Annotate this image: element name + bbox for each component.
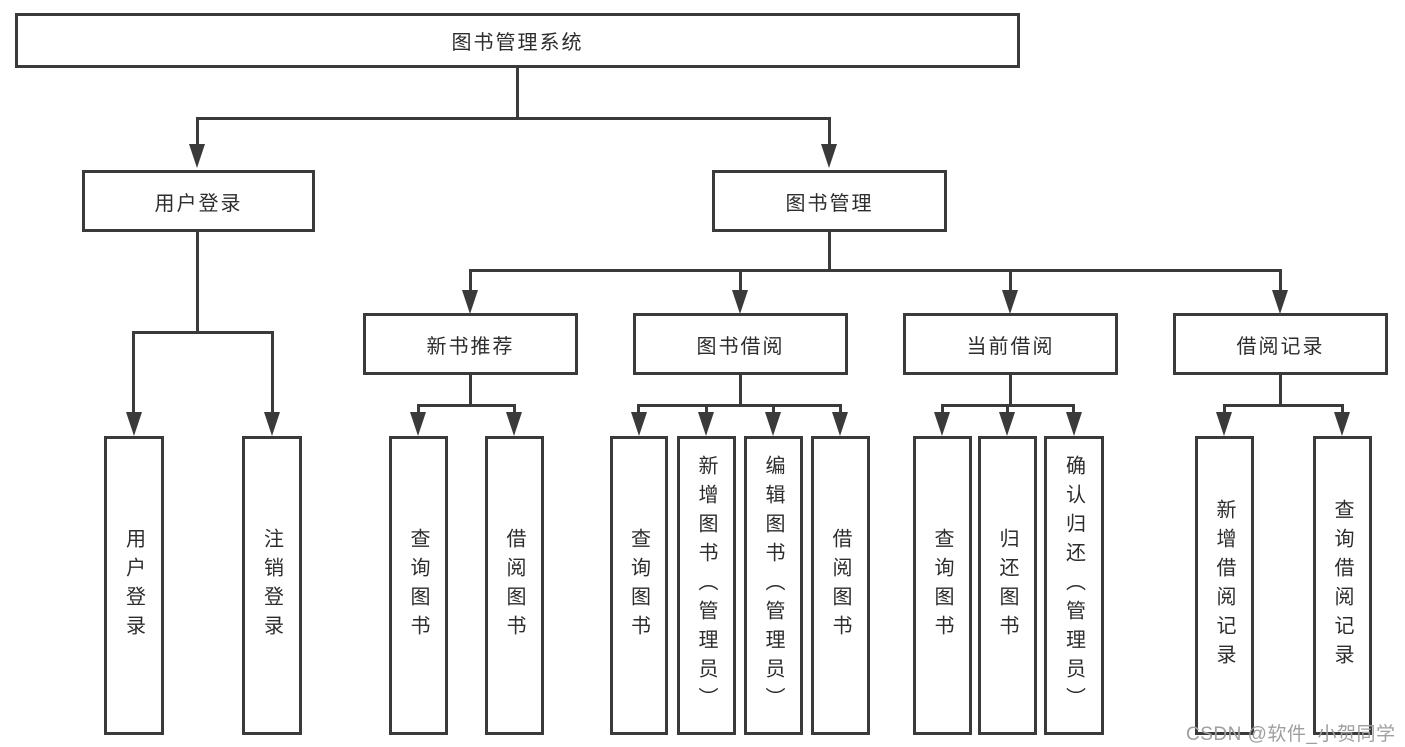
leaf-bb-query-books: 查询图书 xyxy=(610,436,668,735)
leaf-nb-borrow-books-label: 借阅图书 xyxy=(503,527,525,644)
leaf-cb-confirm-return-admin: 确认归还（管理员） xyxy=(1044,436,1104,735)
arrowhead-book-borrow xyxy=(732,290,748,314)
connector-borrow-records-splitter xyxy=(1224,404,1344,407)
arrowhead-new-book xyxy=(462,290,478,314)
leaf-br-query-record-label: 查询借阅记录 xyxy=(1331,498,1353,673)
node-library-system: 图书管理系统 xyxy=(15,13,1020,68)
arrowhead-bb-add xyxy=(698,412,714,436)
connector-drop-nb-borrow xyxy=(513,404,516,414)
connector-user-login-stem xyxy=(196,232,199,334)
node-book-borrowing-label: 图书借阅 xyxy=(696,335,785,358)
node-current-borrowing-label: 当前借阅 xyxy=(966,335,1055,358)
node-new-book-recommend-label: 新书推荐 xyxy=(426,335,515,358)
arrowhead-cb-query xyxy=(934,412,950,436)
leaf-cb-confirm-return-admin-label: 确认归还（管理员） xyxy=(1062,455,1085,716)
connector-drop-bb-edit xyxy=(772,404,775,414)
arrowhead-nb-query xyxy=(410,412,426,436)
arrowhead-book-mgmt xyxy=(821,144,837,168)
arrowhead-nb-borrow xyxy=(506,412,522,436)
arrowhead-br-query xyxy=(1334,412,1350,436)
arrowhead-cb-return xyxy=(999,412,1015,436)
connector-root-stem xyxy=(516,68,519,119)
connector-drop-new-book xyxy=(469,269,472,292)
connector-drop-cb-confirm xyxy=(1072,404,1075,414)
arrowhead-borrow-records xyxy=(1272,290,1288,314)
arrowhead-user-login xyxy=(189,144,205,168)
leaf-bb-borrow-books-label: 借阅图书 xyxy=(829,527,851,644)
connector-new-book-splitter xyxy=(418,404,516,407)
connector-root-splitter xyxy=(197,117,831,120)
leaf-nb-query-books-label: 查询图书 xyxy=(407,527,429,644)
leaf-br-query-record: 查询借阅记录 xyxy=(1313,436,1372,735)
arrowhead-current-borrow xyxy=(1002,290,1018,314)
leaf-bb-add-books-admin-label: 新增图书（管理员） xyxy=(695,455,717,716)
arrowhead-bb-borrow xyxy=(832,412,848,436)
connector-book-borrow-stem xyxy=(739,375,742,407)
leaf-cb-query-books: 查询图书 xyxy=(913,436,972,735)
node-borrowing-records-label: 借阅记录 xyxy=(1236,335,1325,358)
leaf-br-add-record-label: 新增借阅记录 xyxy=(1213,498,1235,673)
connector-book-mgmt-stem xyxy=(828,232,831,272)
connector-drop-leaf-logout xyxy=(271,331,274,413)
leaf-bb-edit-books-admin: 编辑图书（管理员） xyxy=(744,436,803,735)
connector-drop-nb-query xyxy=(417,404,420,414)
node-borrowing-records: 借阅记录 xyxy=(1173,313,1388,375)
arrowhead-cb-confirm xyxy=(1066,412,1082,436)
arrowhead-leaf-user-login xyxy=(126,412,142,436)
leaf-user-login-label: 用户登录 xyxy=(122,527,145,644)
leaf-nb-query-books: 查询图书 xyxy=(389,436,448,735)
leaf-user-login: 用户登录 xyxy=(104,436,164,735)
leaf-br-add-record: 新增借阅记录 xyxy=(1195,436,1254,735)
connector-drop-cb-return xyxy=(1006,404,1009,414)
leaf-bb-borrow-books: 借阅图书 xyxy=(811,436,870,735)
connector-borrow-records-stem xyxy=(1279,375,1282,407)
connector-drop-book-borrow xyxy=(739,269,742,292)
leaf-cb-query-books-label: 查询图书 xyxy=(931,527,953,644)
connector-drop-book-mgmt xyxy=(828,117,831,146)
leaf-cb-return-books-label: 归还图书 xyxy=(996,527,1018,644)
connector-current-borrow-stem xyxy=(1009,375,1012,407)
leaf-logout: 注销登录 xyxy=(242,436,302,735)
arrowhead-bb-query xyxy=(631,412,647,436)
node-library-system-label: 图书管理系统 xyxy=(451,32,584,54)
connector-user-login-splitter xyxy=(132,331,274,334)
leaf-bb-query-books-label: 查询图书 xyxy=(627,527,650,644)
connector-drop-br-query xyxy=(1341,404,1344,414)
connector-drop-br-add xyxy=(1223,404,1226,414)
leaf-nb-borrow-books: 借阅图书 xyxy=(485,436,544,735)
node-user-login: 用户登录 xyxy=(82,170,315,232)
leaf-bb-edit-books-admin-label: 编辑图书（管理员） xyxy=(762,455,784,716)
node-current-borrowing: 当前借阅 xyxy=(903,313,1118,375)
arrowhead-br-add xyxy=(1216,412,1232,436)
connector-drop-leaf-user-login xyxy=(132,331,135,413)
connector-drop-bb-query xyxy=(637,404,640,414)
csdn-watermark: CSDN @软件_小贺同学 xyxy=(1186,724,1396,745)
connector-new-book-stem xyxy=(469,375,472,407)
node-new-book-recommend: 新书推荐 xyxy=(363,313,578,375)
leaf-logout-label: 注销登录 xyxy=(260,527,283,644)
connector-drop-user-login xyxy=(196,117,199,146)
node-book-management: 图书管理 xyxy=(712,170,947,232)
connector-drop-cb-query xyxy=(941,404,944,414)
arrowhead-leaf-logout xyxy=(264,412,280,436)
connector-drop-bb-add xyxy=(705,404,708,414)
connector-book-mgmt-splitter xyxy=(469,269,1282,272)
connector-drop-bb-borrow xyxy=(839,404,842,414)
leaf-cb-return-books: 归还图书 xyxy=(978,436,1037,735)
node-book-management-label: 图书管理 xyxy=(785,192,874,215)
node-user-login-label: 用户登录 xyxy=(154,192,243,215)
connector-drop-current-borrow xyxy=(1009,269,1012,292)
arrowhead-bb-edit xyxy=(765,412,781,436)
connector-book-borrow-splitter xyxy=(639,404,842,407)
connector-drop-borrow-records xyxy=(1279,269,1282,292)
leaf-bb-add-books-admin: 新增图书（管理员） xyxy=(677,436,736,735)
node-book-borrowing: 图书借阅 xyxy=(633,313,848,375)
